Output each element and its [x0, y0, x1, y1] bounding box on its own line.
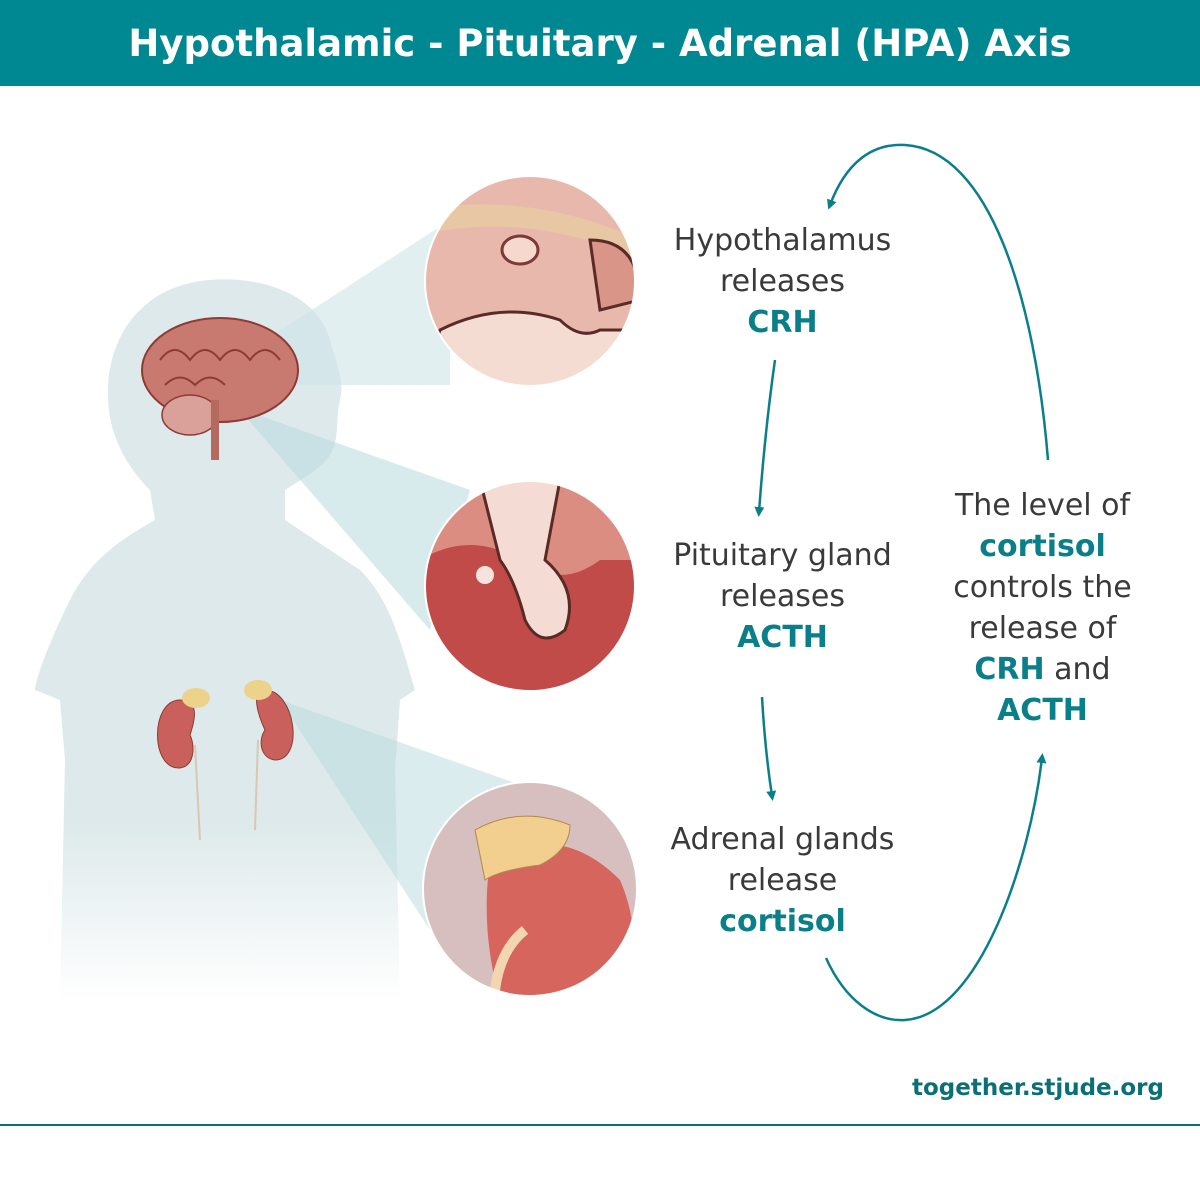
hormone-label: ACTH	[997, 693, 1088, 728]
step-hypothalamus: Hypothalamus releases CRH	[640, 220, 925, 343]
feedback-line: CRH and	[920, 649, 1165, 690]
hormone-label: CRH	[747, 305, 818, 340]
hormone-label: cortisol	[719, 904, 846, 939]
hormone-label: cortisol	[979, 529, 1106, 564]
step-text: Hypothalamus	[673, 223, 892, 258]
arrow-hypothalamus-to-pituitary	[754, 359, 777, 517]
feedback-arrow-bottom	[824, 753, 1047, 1022]
beam-pituitary	[238, 408, 470, 630]
kidneys-icon	[157, 680, 294, 841]
step-text: Adrenal glands	[670, 822, 895, 857]
step-text: releases	[719, 579, 846, 614]
footer-url[interactable]: together.stjude.org	[912, 1075, 1164, 1101]
header-banner: Hypothalamic - Pituitary - Adrenal (HPA)…	[0, 0, 1200, 86]
feedback-text: The level of cortisol controls the relea…	[920, 485, 1165, 731]
feedback-arrow-top	[827, 143, 1050, 461]
feedback-line: controls the	[953, 570, 1132, 605]
adrenal-closeup	[423, 782, 637, 996]
brain-icon	[141, 317, 299, 460]
step-adrenal: Adrenal glands release cortisol	[640, 819, 925, 942]
feedback-and: and	[1044, 652, 1111, 687]
step-pituitary: Pituitary gland releases ACTH	[640, 535, 925, 658]
footer-divider	[0, 1124, 1200, 1126]
step-text: Pituitary gland	[673, 538, 892, 573]
feedback-line: release of	[968, 611, 1117, 646]
hormone-label: CRH	[974, 652, 1045, 687]
step-text: releases	[719, 264, 846, 299]
hormone-label: ACTH	[737, 620, 828, 655]
arrow-pituitary-to-adrenal	[760, 696, 777, 801]
step-text: release	[727, 863, 838, 898]
feedback-line: The level of	[954, 488, 1131, 523]
page-title: Hypothalamic - Pituitary - Adrenal (HPA)…	[128, 21, 1072, 65]
hypothalamus-closeup	[425, 176, 635, 386]
pituitary-closeup	[425, 481, 635, 691]
